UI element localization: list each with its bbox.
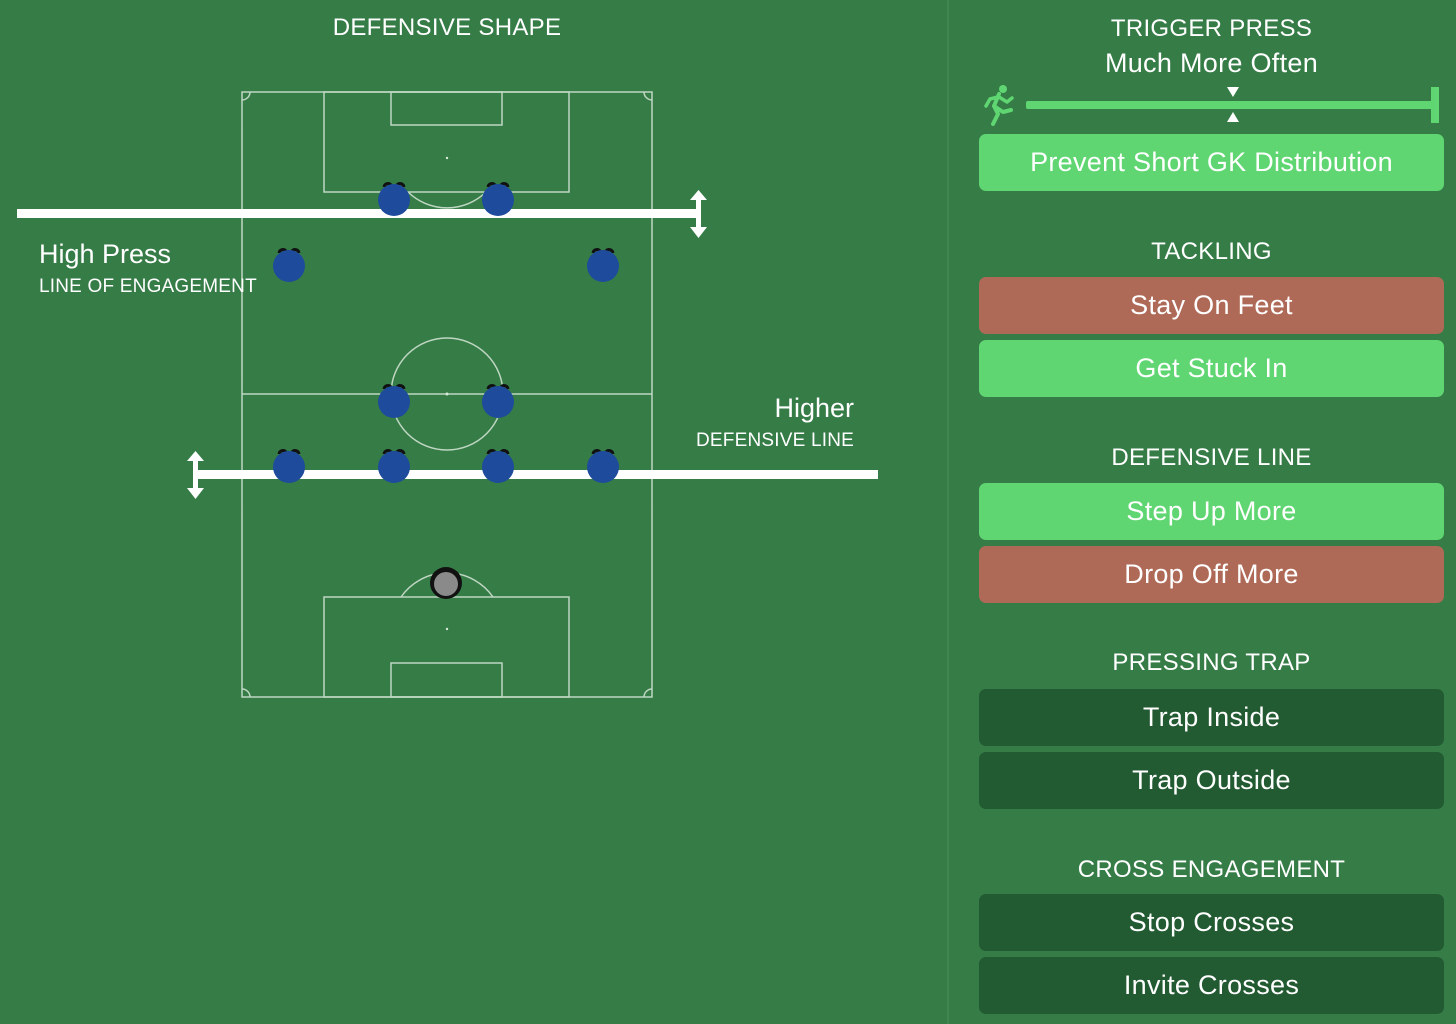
defensive-line-value: Higher: [774, 393, 854, 423]
line-of-engagement-label: LINE OF ENGAGEMENT: [39, 276, 257, 297]
step-up-more-button[interactable]: Step Up More: [979, 483, 1444, 540]
outfield-player-marker: [378, 449, 410, 483]
centre-spot: [445, 392, 449, 396]
stay-on-feet-button[interactable]: Stay On Feet: [979, 277, 1444, 334]
outfield-player-marker: [587, 248, 619, 282]
outfield-player-marker: [482, 384, 514, 418]
cross-engagement-title: CROSS ENGAGEMENT: [1077, 856, 1346, 883]
prevent-short-gk-distribution-button[interactable]: Prevent Short GK Distribution: [979, 134, 1444, 191]
trigger-press-value: Much More Often: [1104, 48, 1319, 78]
trigger-press-slider[interactable]: [979, 84, 1445, 126]
defensive-shape-title: DEFENSIVE SHAPE: [332, 14, 562, 41]
invite-crosses-button[interactable]: Invite Crosses: [979, 957, 1444, 1014]
slider-track[interactable]: [1026, 101, 1436, 109]
outfield-player-marker: [587, 449, 619, 483]
goalkeeper-marker: [430, 567, 462, 599]
stop-crosses-button[interactable]: Stop Crosses: [979, 894, 1444, 951]
slider-midpoint-marker-top: [1227, 87, 1239, 97]
penalty-spot-bottom: [445, 627, 449, 631]
outfield-player-marker: [273, 248, 305, 282]
pitch-diagram: [17, 91, 878, 698]
slider-midpoint-marker-bottom: [1227, 112, 1239, 122]
running-player-icon: [984, 85, 1014, 126]
penalty-spot-top: [445, 156, 449, 160]
line-of-engagement-value: High Press: [39, 239, 172, 269]
defensive-line-bar: [187, 451, 878, 499]
defensive-line-section-title: DEFENSIVE LINE: [1111, 444, 1312, 471]
get-stuck-in-button[interactable]: Get Stuck In: [979, 340, 1444, 397]
outfield-player-marker: [482, 449, 514, 483]
player-markers: [273, 182, 619, 599]
line-of-engagement-bar: [17, 190, 707, 238]
outfield-player-marker: [482, 182, 514, 216]
outfield-player-marker: [378, 182, 410, 216]
outfield-player-marker: [378, 384, 410, 418]
trigger-press-title: TRIGGER PRESS: [1110, 15, 1313, 42]
outfield-player-marker: [273, 449, 305, 483]
trap-inside-button[interactable]: Trap Inside: [979, 689, 1444, 746]
slider-end-marker: [1431, 87, 1439, 123]
defensive-line-label: DEFENSIVE LINE: [695, 430, 854, 451]
tackling-title: TACKLING: [1151, 238, 1272, 265]
trap-outside-button[interactable]: Trap Outside: [979, 752, 1444, 809]
drop-off-more-button[interactable]: Drop Off More: [979, 546, 1444, 603]
pressing-trap-title: PRESSING TRAP: [1112, 649, 1311, 676]
panel-divider: [947, 0, 949, 1024]
